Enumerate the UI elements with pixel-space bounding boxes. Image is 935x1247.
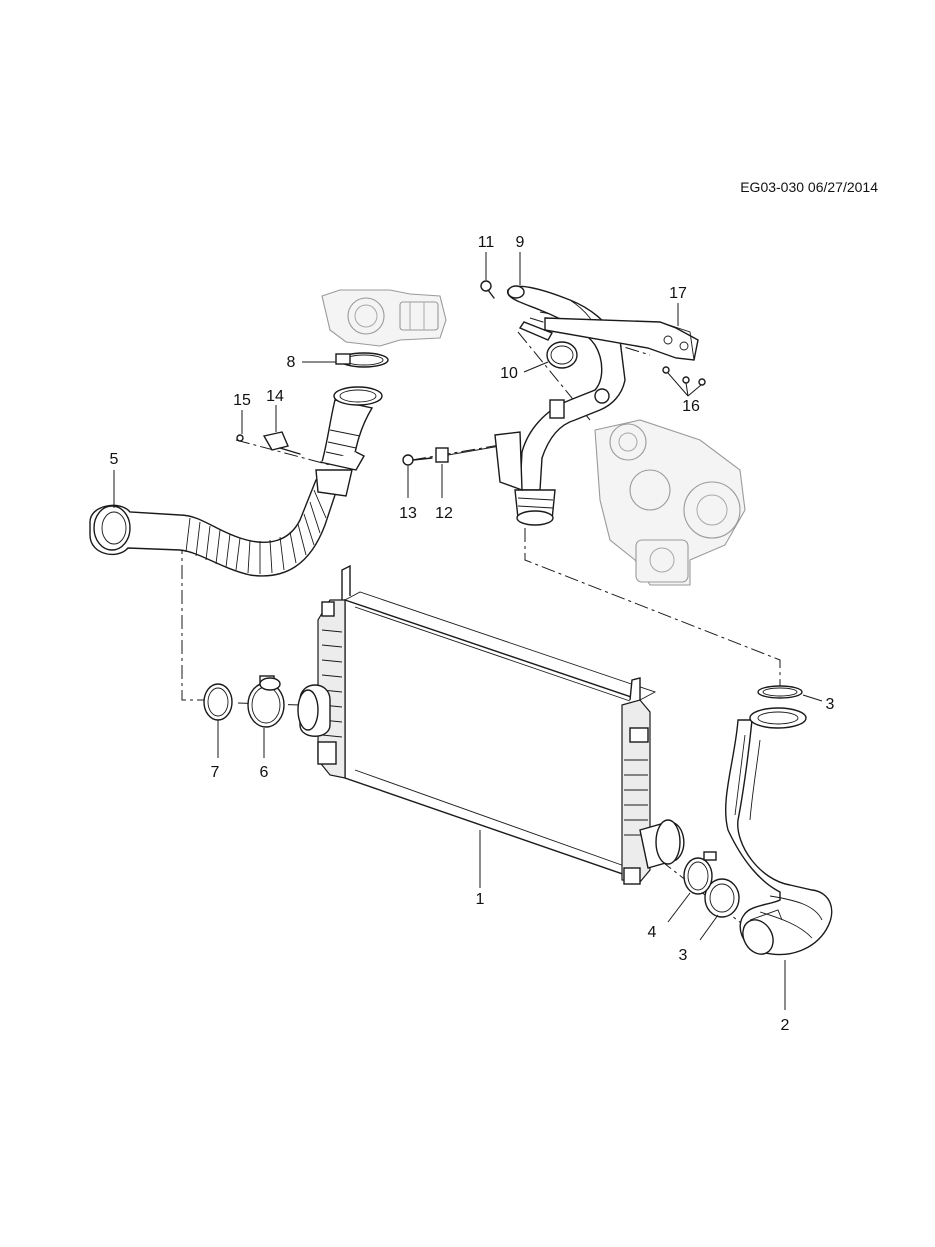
callout-14: 14 [266,388,284,405]
callout-3-lower: 3 [679,947,688,964]
throttle-inlet-duct [319,386,383,471]
callout-5: 5 [110,451,119,468]
hose-clip-12 [435,431,523,492]
callout-9: 9 [516,234,525,251]
charge-air-hose-lower-right [725,707,833,956]
seal-ring-upper [757,685,803,699]
bracket-fasteners [662,366,706,386]
callout-1: 1 [476,891,485,908]
callout-3-upper: 3 [826,696,835,713]
turbocharger-ghost [594,419,746,586]
callout-16: 16 [682,398,700,415]
callout-2: 2 [781,1017,790,1034]
callout-15: 15 [233,392,251,409]
callout-17: 17 [669,285,687,302]
seal-ring-lower [704,878,740,918]
hose-clamp-lower [683,851,717,895]
corrugated-charge-air-hose [89,469,353,577]
callout-8: 8 [287,354,296,371]
callout-11: 11 [478,234,495,251]
callout-13: 13 [399,505,417,522]
throttle-body-ghost [321,289,447,347]
callout-4: 4 [648,924,657,941]
o-ring [518,321,578,369]
seal-ring-left [203,683,233,721]
throttle-hose-clamp [335,352,389,368]
bolt-13 [402,454,433,466]
boost-sensor [262,431,301,455]
pipe-bracket [544,317,699,361]
callout-7: 7 [211,764,220,781]
screw-15 [236,434,244,442]
bolt-11 [480,280,495,299]
callout-labels: 1 2 3 3 4 5 6 7 8 9 10 11 12 13 14 15 16… [110,234,835,1034]
intercooler [297,564,685,885]
callout-12: 12 [435,505,453,522]
callout-10: 10 [500,365,518,382]
leader-lines [113,252,823,1010]
hose-clamp-left [247,675,285,728]
callout-6: 6 [260,764,269,781]
diagram-reference: EG03-030 06/27/2014 [740,179,878,195]
